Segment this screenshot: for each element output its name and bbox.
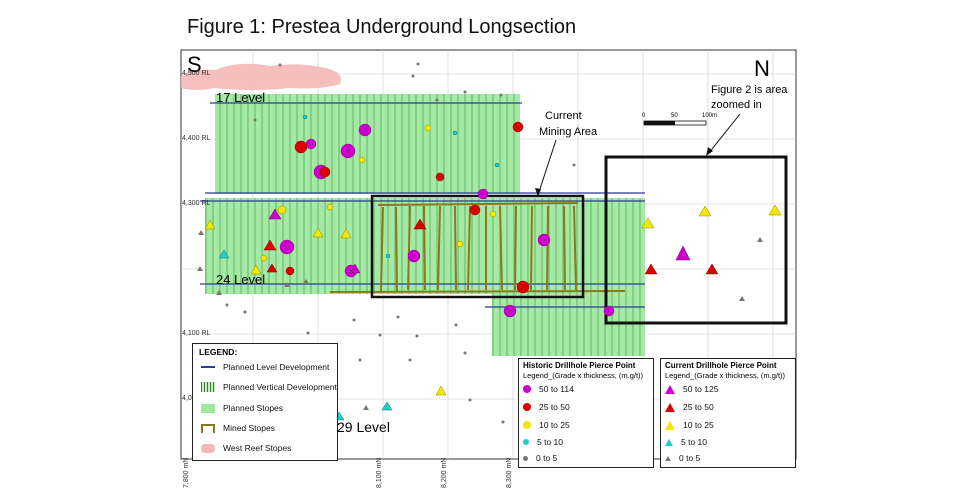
current-mining-area-box xyxy=(370,194,585,299)
legend-item-level-dev: Planned Level Development xyxy=(201,360,329,374)
legend-label: 10 to 25 xyxy=(539,420,570,430)
main-legend-title: LEGEND: xyxy=(199,347,238,357)
rl-label: 4,300 RL xyxy=(182,200,211,207)
legend-item-vertical-dev: Planned Vertical Development xyxy=(201,380,337,394)
west-reef-swatch xyxy=(201,443,215,453)
current-legend-subtitle: Legend_(Grade x thickness, (m.g/t)) xyxy=(665,371,786,380)
rl-label: 4,0 xyxy=(182,395,192,402)
historic-legend: Historic Drillhole Pierce Point Legend_(… xyxy=(518,358,654,468)
current-points-grey xyxy=(197,230,763,410)
vertical-dev-swatch xyxy=(201,382,215,392)
legend-label: 0 to 5 xyxy=(679,453,701,463)
legend-label: Planned Level Development xyxy=(223,362,330,372)
figure2-label-1: Figure 2 is area xyxy=(711,84,788,96)
rl-label: 4,400 RL xyxy=(182,135,211,142)
main-legend: LEGEND: Planned Level Development Planne… xyxy=(192,343,338,461)
yellow-triangle-icon xyxy=(665,420,675,430)
planned-stope-lower xyxy=(492,294,645,356)
current-item: 50 to 125 xyxy=(665,382,718,396)
cyan-circle-icon xyxy=(523,439,529,445)
historic-item: 0 to 5 xyxy=(523,451,557,465)
mn-label: 8,100 mN xyxy=(376,457,383,488)
legend-label: 0 to 5 xyxy=(536,453,558,463)
legend-label: 50 to 114 xyxy=(539,384,574,394)
level-dev-swatch xyxy=(201,366,215,368)
scale-tick-0: 0 xyxy=(642,113,646,119)
figure2-area-box xyxy=(604,155,788,325)
planned-stope-upper xyxy=(215,94,520,194)
red-triangle-icon xyxy=(665,402,675,412)
legend-label: 25 to 50 xyxy=(683,402,714,412)
mn-label: 8,300 mN xyxy=(506,457,513,488)
historic-points-grey xyxy=(225,62,576,424)
level-29-label: 29 Level xyxy=(337,419,390,435)
legend-item-west-reef: West Reef Stopes xyxy=(201,441,291,455)
cyan-triangle-icon xyxy=(665,438,673,446)
historic-item: 50 to 114 xyxy=(523,382,574,396)
planned-stopes-swatch xyxy=(201,403,215,413)
north-label: N xyxy=(754,56,770,81)
legend-label: Mined Stopes xyxy=(223,423,275,433)
legend-label: 5 to 10 xyxy=(537,437,563,447)
level-17-label: 17 Level xyxy=(216,90,266,105)
historic-points-cyan xyxy=(302,114,500,259)
mined-stopes-swatch xyxy=(201,423,215,433)
historic-legend-title: Historic Drillhole Pierce Point xyxy=(523,361,636,370)
current-item: 0 to 5 xyxy=(665,451,700,465)
mn-label: 8,200 mN xyxy=(441,457,448,488)
historic-item: 25 to 50 xyxy=(523,400,570,414)
grey-triangle-icon xyxy=(665,455,671,461)
current-item: 10 to 25 xyxy=(665,418,714,432)
current-item: 5 to 10 xyxy=(665,435,707,449)
legend-item-mined-stopes: Mined Stopes xyxy=(201,421,275,435)
current-legend: Current Drillhole Pierce Point Legend_(G… xyxy=(660,358,796,468)
legend-label: Planned Vertical Development xyxy=(223,382,337,392)
historic-points-yellow xyxy=(260,124,497,262)
legend-item-planned-stopes: Planned Stopes xyxy=(201,401,283,415)
figure-title: Figure 1: Prestea Underground Longsectio… xyxy=(187,16,577,38)
historic-legend-subtitle: Legend_(Grade x thickness, (m.g/t)) xyxy=(523,371,644,380)
legend-label: West Reef Stopes xyxy=(223,443,292,453)
scale-tick-50: 50 xyxy=(671,113,678,119)
historic-points-red xyxy=(285,121,530,294)
mined-stopes xyxy=(329,202,626,293)
current-points-magenta xyxy=(268,208,691,274)
current-mining-label-1: Current xyxy=(545,110,582,122)
level-24-label: 24 Level xyxy=(216,272,266,287)
magenta-triangle-icon xyxy=(665,384,675,394)
mn-label: 7,800 mN xyxy=(183,457,190,488)
scale-bar xyxy=(643,120,707,126)
current-mining-label-2: Mining Area xyxy=(539,126,598,138)
historic-item: 5 to 10 xyxy=(523,435,563,449)
yellow-circle-icon xyxy=(523,421,531,429)
grey-circle-icon xyxy=(523,455,528,461)
magenta-circle-icon xyxy=(523,385,531,393)
figure2-arrow xyxy=(707,113,741,155)
rl-label: 4,500 RL xyxy=(182,70,211,77)
legend-label: Planned Stopes xyxy=(223,403,284,413)
legend-label: 25 to 50 xyxy=(539,402,570,412)
current-mining-arrow xyxy=(537,139,557,196)
legend-label: 50 to 125 xyxy=(683,384,719,394)
current-points-red xyxy=(263,218,719,275)
west-reef-stopes xyxy=(181,63,341,90)
current-item: 25 to 50 xyxy=(665,400,714,414)
south-label: S xyxy=(187,52,202,77)
historic-item: 10 to 25 xyxy=(523,418,570,432)
level-development-lines xyxy=(200,102,645,308)
rl-label: 4,100 RL xyxy=(182,330,211,337)
figure2-label-2: zoomed in xyxy=(711,99,762,111)
legend-label: 10 to 25 xyxy=(683,420,714,430)
scale-tick-100: 100m xyxy=(702,113,718,119)
current-legend-title: Current Drillhole Pierce Point xyxy=(665,361,777,370)
red-circle-icon xyxy=(523,403,531,411)
legend-label: 5 to 10 xyxy=(681,437,707,447)
current-points-yellow xyxy=(204,204,782,396)
